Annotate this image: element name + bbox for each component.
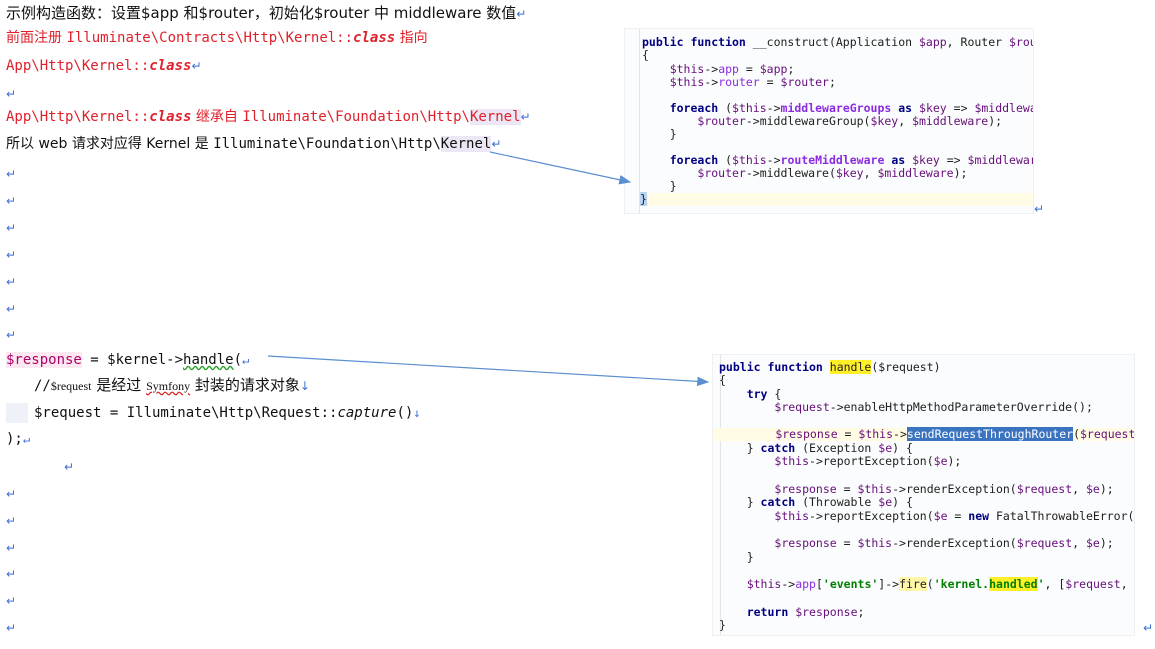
registered-class-line: 前面注册 Illuminate\Contracts\Http\Kernel::c… bbox=[6, 30, 428, 46]
para-mark: ↵ bbox=[1034, 202, 1045, 216]
code-line: } catch (Exception $e) { bbox=[719, 441, 913, 455]
arrow-handle-to-method bbox=[267, 355, 710, 387]
request-comment-line: //$request 是经过 Symfony 封装的请求对象↓ bbox=[34, 376, 310, 394]
app-kernel-line: App\Http\Kernel::class↵ bbox=[6, 58, 202, 74]
code-line: } bbox=[642, 127, 677, 141]
code-line: public function handle($request) bbox=[719, 360, 941, 374]
code-line: } bbox=[719, 550, 754, 564]
empty-paragraph: ↵ bbox=[6, 514, 17, 528]
web-kernel-line: 所以 web 请求对应得 Kernel 是 Illuminate\Foundat… bbox=[6, 136, 502, 152]
code-line: } bbox=[642, 179, 677, 193]
code-line: $this->app = $app; bbox=[669, 62, 795, 76]
code-line-current: } bbox=[640, 192, 1033, 206]
request-capture-line: $request = Illuminate\Http\Request::capt… bbox=[6, 403, 421, 423]
para-mark: ↵ bbox=[1143, 621, 1154, 635]
empty-paragraph: ↵ bbox=[6, 594, 17, 608]
constructor-code-image: public function __construct(Application … bbox=[624, 28, 1034, 214]
empty-paragraph: ↵ bbox=[6, 275, 17, 289]
code-line: } catch (Throwable $e) { bbox=[719, 495, 913, 509]
response-handle-line: $response = $kernel->handle(↵ bbox=[6, 352, 250, 368]
code-line: try { bbox=[746, 387, 782, 401]
code-line: { bbox=[719, 373, 726, 387]
gutter-line bbox=[720, 355, 721, 635]
code-line: $this->reportException($e); bbox=[774, 454, 962, 468]
close-paren-line: );↵ bbox=[6, 431, 31, 447]
empty-paragraph: ↵ bbox=[6, 221, 17, 235]
code-line: $response = $this->renderException($requ… bbox=[774, 536, 1114, 550]
empty-paragraph: ↵ bbox=[6, 248, 17, 262]
code-line: $this->router = $router; bbox=[669, 75, 836, 89]
code-line: foreach ($this->routeMiddleware as $key … bbox=[669, 153, 1033, 167]
empty-paragraph: ↵ bbox=[6, 194, 17, 208]
arrow-kernel-to-constructor bbox=[489, 151, 632, 185]
empty-paragraph: ↵ bbox=[6, 87, 17, 101]
empty-paragraph: ↵ bbox=[6, 567, 17, 581]
empty-paragraph: ↵ bbox=[6, 541, 17, 555]
code-line: $router->middlewareGroup($key, $middlewa… bbox=[697, 114, 1003, 128]
code-line: public function __construct(Application … bbox=[642, 35, 1033, 49]
handle-code-image: public function handle($request) { try {… bbox=[712, 354, 1135, 636]
code-line: $this->reportException($e = new FatalThr… bbox=[774, 509, 1135, 523]
empty-paragraph: ↵ bbox=[6, 167, 17, 181]
code-line-current: $response = $this->sendRequestThroughRou… bbox=[713, 427, 1134, 441]
empty-paragraph: ↵ bbox=[6, 487, 17, 501]
empty-paragraph: ↵ bbox=[64, 460, 75, 474]
code-line: $request->enableHttpMethodParameterOverr… bbox=[774, 400, 1093, 414]
code-line: return $response; bbox=[746, 605, 865, 619]
empty-paragraph: ↵ bbox=[6, 302, 17, 316]
code-line: $this->app['events']->fire('kernel.handl… bbox=[746, 577, 1135, 591]
inherit-line: App\Http\Kernel::class 继承自 Illuminate\Fo… bbox=[6, 109, 531, 125]
intro-line: 示例构造函数：设置$app 和$router，初始化$router 中 midd… bbox=[6, 4, 527, 22]
code-line: { bbox=[642, 48, 649, 62]
empty-paragraph: ↵ bbox=[6, 621, 17, 635]
code-line: foreach ($this->middlewareGroups as $key… bbox=[669, 101, 1033, 115]
code-line: $router->middleware($key, $middleware); bbox=[697, 166, 968, 180]
code-line: $response = $this->renderException($requ… bbox=[774, 482, 1114, 496]
empty-paragraph: ↵ bbox=[6, 328, 17, 342]
gutter-line bbox=[639, 29, 640, 213]
code-line: } bbox=[719, 618, 726, 632]
